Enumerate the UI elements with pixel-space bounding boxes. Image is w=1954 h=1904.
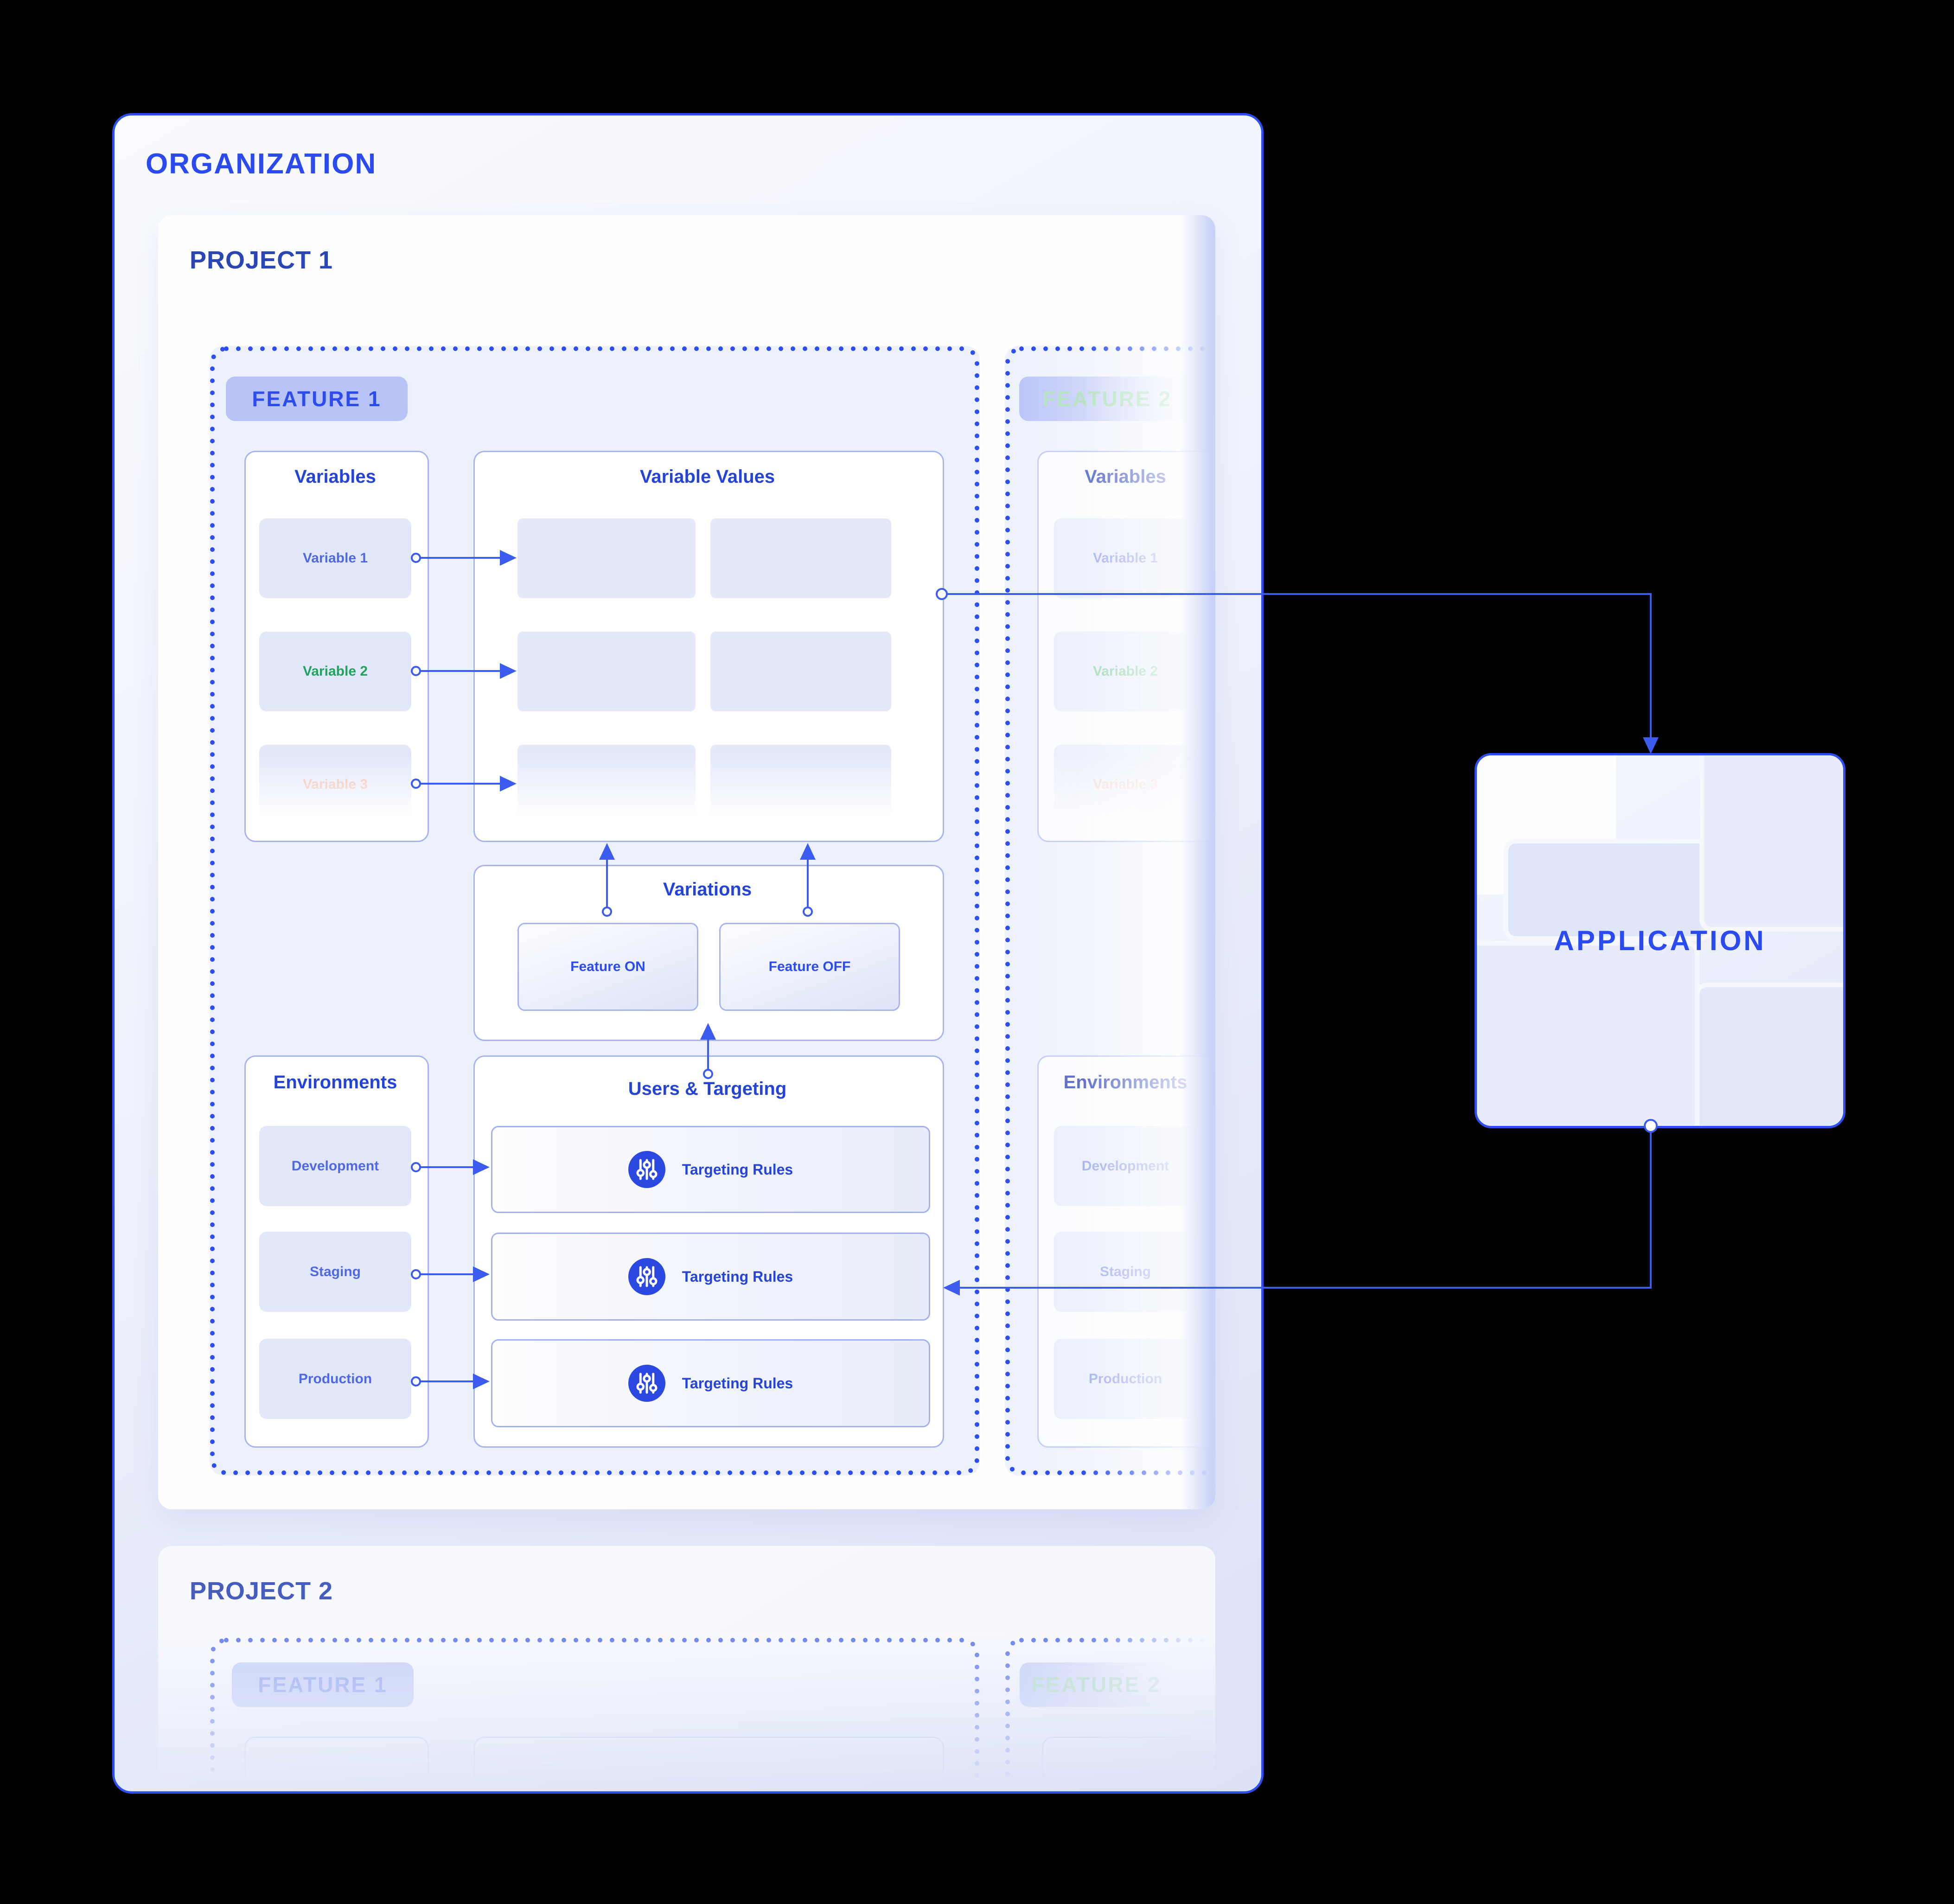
value-cell xyxy=(710,632,891,711)
feature2-environment-production-chip: Production xyxy=(1054,1339,1197,1419)
feature2-chip: FEATURE 2 xyxy=(1019,377,1195,421)
project2-feature1-chip: FEATURE 1 xyxy=(232,1662,414,1707)
environments-title: Environments xyxy=(273,1072,397,1093)
variable3-chip: Variable 3 xyxy=(259,745,411,824)
feature-on-card: Feature ON xyxy=(517,923,698,1011)
sliders-icon xyxy=(628,1365,665,1402)
environment-staging-chip: Staging xyxy=(259,1232,411,1312)
value-cell xyxy=(517,518,696,598)
feature-on-label: Feature ON xyxy=(570,959,645,975)
project2-container: PROJECT 2 FEATURE 1 FEATURE 2 xyxy=(158,1546,1218,1792)
project2-title: PROJECT 2 xyxy=(190,1577,333,1605)
feature1-dotted-border xyxy=(210,346,979,1475)
variable-values-title: Variable Values xyxy=(639,466,775,487)
feature2-variable1-chip: Variable 1 xyxy=(1054,518,1197,598)
app-deco-shape xyxy=(1699,755,1843,932)
sliders-icon xyxy=(628,1258,665,1295)
environment-production-chip: Production xyxy=(259,1339,411,1419)
variable1-chip: Variable 1 xyxy=(259,518,411,598)
feature2-variable3-chip: Variable 3 xyxy=(1054,745,1197,824)
project2-feature2-container: FEATURE 2 xyxy=(1005,1546,1218,1792)
feature-off-card: Feature OFF xyxy=(719,923,900,1011)
project1-title: PROJECT 1 xyxy=(190,246,333,274)
application-box: APPLICATION xyxy=(1475,753,1845,1128)
value-cell xyxy=(517,632,696,711)
targeting-rules-row: Targeting Rules xyxy=(491,1339,930,1427)
feature2-container: FEATURE 2 Variables Variable 1 Variable … xyxy=(1005,346,1223,1476)
value-cell xyxy=(710,518,891,598)
feature2-variable2-chip: Variable 2 xyxy=(1054,632,1197,711)
targeting-rules-label: Targeting Rules xyxy=(682,1268,793,1285)
targeting-rules-row: Targeting Rules xyxy=(491,1126,930,1213)
targeting-rules-label: Targeting Rules xyxy=(682,1161,793,1178)
organization-title: ORGANIZATION xyxy=(146,148,377,180)
project2-faint-box xyxy=(244,1737,429,1792)
feature-off-label: Feature OFF xyxy=(768,959,851,975)
variations-title: Variations xyxy=(663,879,752,900)
feature2-dotted-border xyxy=(1005,346,1223,1475)
project2-faint-box xyxy=(473,1737,944,1792)
value-cell xyxy=(710,745,891,824)
variables-title: Variables xyxy=(294,466,376,487)
feature2-environment-development-chip: Development xyxy=(1054,1126,1197,1206)
app-deco-shape xyxy=(1695,983,1843,1126)
targeting-rules-label: Targeting Rules xyxy=(682,1374,793,1392)
feature2-environment-staging-chip: Staging xyxy=(1054,1232,1197,1312)
users-targeting-title: Users & Targeting xyxy=(628,1079,787,1099)
application-title: APPLICATION xyxy=(1554,925,1766,956)
project2-faint-box xyxy=(1042,1737,1218,1792)
value-cell xyxy=(517,745,696,824)
environment-development-chip: Development xyxy=(259,1126,411,1206)
project2-feature2-chip: FEATURE 2 xyxy=(1020,1662,1173,1707)
sliders-icon xyxy=(628,1151,665,1188)
feature1-chip: FEATURE 1 xyxy=(226,377,408,421)
targeting-rules-row: Targeting Rules xyxy=(491,1233,930,1321)
feature2-variables-title: Variables xyxy=(1085,466,1166,487)
feature2-environments-title: Environments xyxy=(1063,1072,1188,1093)
variable2-chip: Variable 2 xyxy=(259,632,411,711)
